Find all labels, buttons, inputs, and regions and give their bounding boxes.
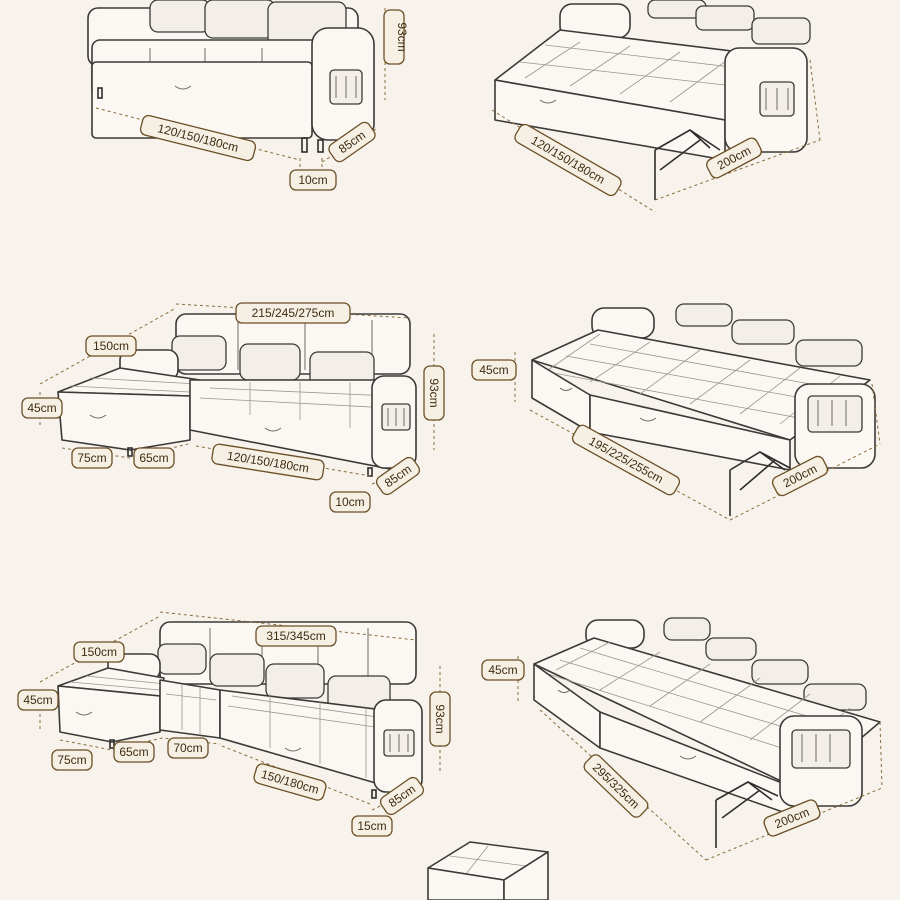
svg-text:75cm: 75cm [77,451,106,465]
label-sofa1-height: 93cm [383,9,409,65]
svg-text:93cm: 93cm [433,704,447,733]
label-sofa2-seat-height: 45cm [21,397,63,419]
svg-text:70cm: 70cm [173,741,202,755]
svg-text:120/150/180cm: 120/150/180cm [529,133,608,186]
svg-text:150cm: 150cm [93,339,129,353]
svg-text:45cm: 45cm [27,401,56,415]
svg-text:215/245/275cm: 215/245/275cm [252,306,335,320]
svg-text:15cm: 15cm [357,819,386,833]
svg-text:45cm: 45cm [479,363,508,377]
label-bed2-seat-height: 45cm [471,359,517,381]
svg-text:295/325cm: 295/325cm [590,760,642,811]
svg-text:45cm: 45cm [23,693,52,707]
label-sofa3-middle: 70cm [167,737,209,759]
label-sofa2-chaise-inner: 65cm [133,447,175,469]
bed-two-seater [494,0,811,200]
label-sofa3-chaise-width: 75cm [51,749,93,771]
label-sofa2-total-width: 215/245/275cm [235,302,351,324]
svg-text:93cm: 93cm [427,378,441,407]
sofa-long-l-shape [57,621,423,799]
svg-text:93cm: 93cm [395,22,409,51]
label-sofa2-chaise-length: 150cm [85,335,137,357]
svg-text:10cm: 10cm [298,173,327,187]
svg-text:65cm: 65cm [139,451,168,465]
svg-text:10cm: 10cm [335,495,364,509]
svg-text:315/345cm: 315/345cm [266,629,325,643]
label-sofa3-height: 93cm [429,691,451,747]
label-sofa3-chaise-inner: 65cm [113,741,155,763]
svg-text:75cm: 75cm [57,753,86,767]
label-sofa2-chaise-width: 75cm [71,447,113,469]
label-sofa2-leg: 10cm [329,491,371,513]
label-sofa3-main-width: 150/180cm [253,763,327,801]
label-sofa3-chaise-length: 150cm [73,641,125,663]
label-bed3-seat-height: 45cm [481,659,525,681]
bed-l-shape [531,303,876,516]
svg-text:45cm: 45cm [488,663,517,677]
sofa-l-shape [57,313,417,477]
label-sofa3-total-width: 315/345cm [255,625,337,647]
bed-long-l-shape [533,617,881,848]
label-sofa3-leg: 15cm [351,815,393,837]
label-sofa2-height: 93cm [423,365,445,421]
svg-text:65cm: 65cm [119,745,148,759]
label-sofa3-seat-height: 45cm [17,689,59,711]
sofa-two-seater [87,0,375,153]
ottoman [427,841,549,900]
svg-text:150cm: 150cm [81,645,117,659]
label-sofa1-leg: 10cm [289,169,337,191]
